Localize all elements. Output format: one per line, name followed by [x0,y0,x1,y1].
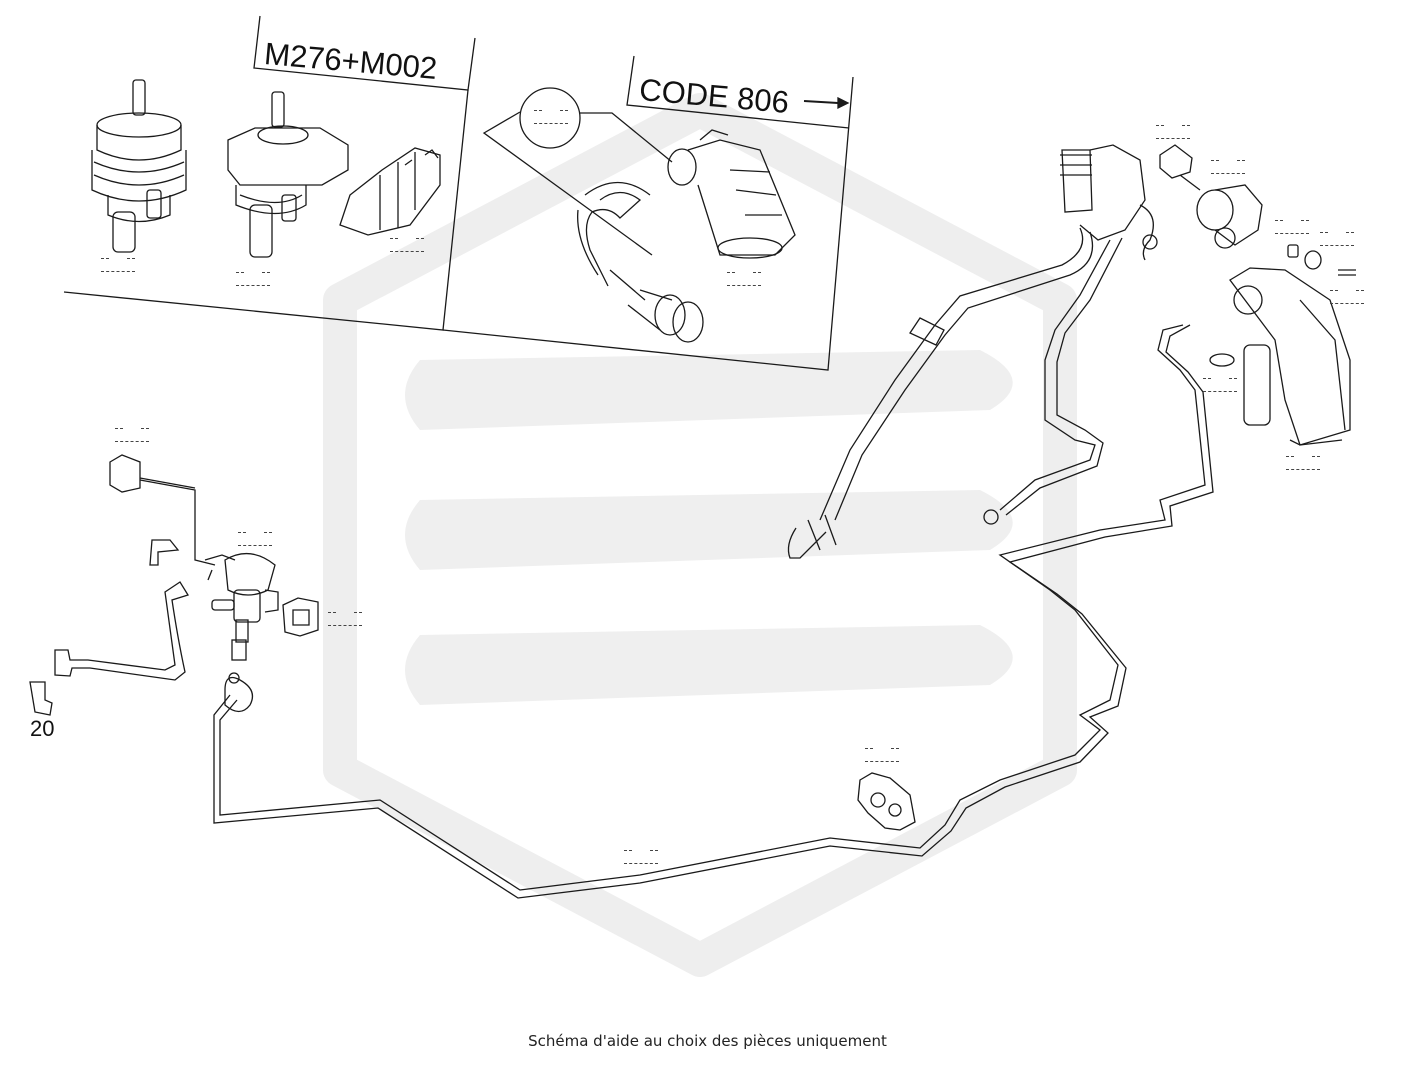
callout-14 [238,532,272,546]
callout-1 [101,258,135,272]
connector-part-2 [282,597,319,637]
inset-frames [63,15,854,371]
callout-16 [865,748,899,762]
callout-4 [534,110,568,124]
callout-10 [1330,290,1364,304]
callout-3 [390,238,424,252]
reference-number: 20 [30,716,55,741]
purge-valve [1159,144,1356,367]
callout-8 [1275,220,1309,234]
valve-part-2 [227,91,349,258]
canister [1229,267,1351,446]
callout-12 [1286,456,1320,470]
left-hoses [29,539,254,716]
long-tube [213,324,1214,899]
leader-lines [139,477,196,489]
callout-11 [1203,378,1237,392]
callout-15 [328,612,362,626]
callout-13 [115,428,149,442]
callout-6 [1156,125,1190,139]
filler-neck-assembly [1060,144,1158,261]
callout-5 [727,272,761,286]
vapour-hose [983,237,1123,525]
connector-part-1 [339,147,441,236]
callout-7 [1211,160,1245,174]
disclaimer-caption: Schéma d'aide au choix des pièces unique… [528,1032,887,1050]
purge-valve-left [109,454,279,661]
clip-part [857,772,916,831]
filter-part [667,129,796,259]
callout-17 [624,850,658,864]
valve-part-1 [91,79,187,253]
callout-9 [1320,232,1354,246]
fuel-line-main [787,227,1094,559]
callout-2 [236,272,270,286]
hose-detail [482,87,704,343]
